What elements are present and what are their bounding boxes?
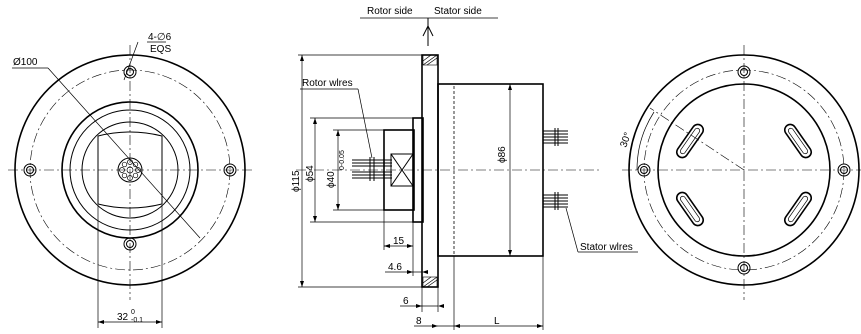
- mounting-holes: [23, 65, 237, 251]
- dim-32-tol-upper: 0: [131, 309, 135, 316]
- dim-15-label: 15: [393, 236, 405, 247]
- front-view-rotor-side: 4-∅6 EQS Ø100 32 0 -0.1: [8, 32, 252, 328]
- flange: [421, 54, 439, 288]
- dim-4-6-label: 4.6: [388, 262, 402, 273]
- stator-wires-label: Stator wlres: [580, 242, 633, 253]
- stator-wires: [543, 128, 568, 210]
- outer-flange-circle: [14, 54, 246, 286]
- angle-30-label: 30°: [618, 131, 634, 149]
- dim-32-label: 32: [117, 312, 129, 323]
- rotor-side-label: Rotor side: [367, 6, 413, 17]
- dim-L-label: L: [494, 316, 500, 327]
- dim-40-tol: 0-0.05: [339, 150, 346, 170]
- dim-32-tol-lower: -0.1: [131, 317, 143, 324]
- rotor-hub: [383, 129, 415, 211]
- dim-115-label: ϕ115: [291, 170, 302, 192]
- rotor-wires: [352, 157, 392, 181]
- dim-8-label: 8: [416, 316, 422, 327]
- stator-side-label: Stator side: [434, 6, 482, 17]
- dim-6-label: 6: [403, 296, 409, 307]
- front-wire-bundle: [119, 159, 141, 181]
- side-view: Rotor side Stator side: [291, 6, 638, 330]
- stator-body: [437, 83, 544, 257]
- holes-eqs-text: EQS: [150, 44, 171, 55]
- bolt-circle: [29, 69, 231, 271]
- wire-exit-slots: [675, 123, 813, 227]
- dim-40-label: ϕ40: [326, 171, 337, 188]
- rear-mounting-holes: [637, 65, 851, 275]
- rotor-wires-label: Rotor wlres: [302, 78, 353, 89]
- dim-54-label: ϕ54: [305, 165, 316, 182]
- rear-view-stator-side: 30°: [618, 45, 861, 300]
- holes-callout: 4-∅6: [148, 32, 172, 43]
- dim-86-label: ϕ86: [497, 146, 508, 163]
- diameter-100-label: Ø100: [13, 57, 38, 68]
